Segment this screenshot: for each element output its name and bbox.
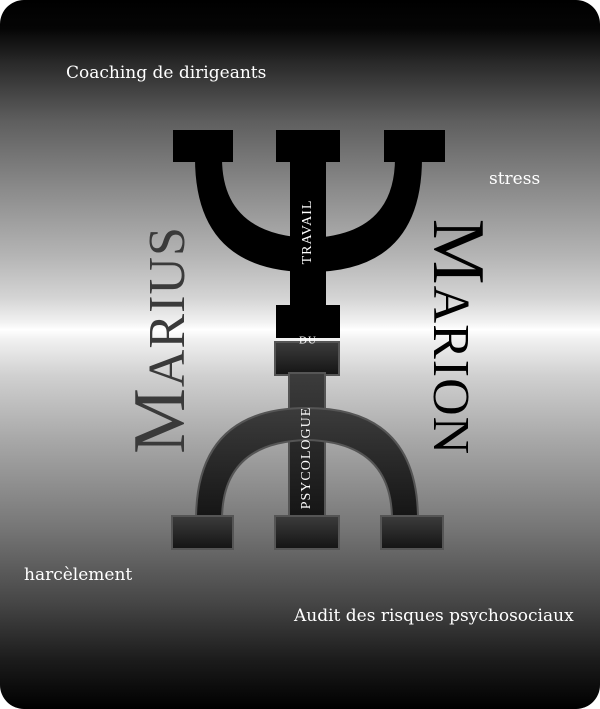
symbol-word-middle: DU (299, 334, 317, 347)
name-left: Marius (119, 226, 201, 454)
name-right: Marion (417, 218, 499, 456)
keyword-coaching: Coaching de dirigeants (66, 63, 267, 83)
keyword-harassment: harcèlement (24, 565, 133, 585)
symbol-word-bottom: PSYCOLOGUE (299, 406, 314, 510)
keyword-stress: stress (489, 169, 541, 189)
symbol-word-top: TRAVAIL (300, 199, 315, 265)
keyword-audit: Audit des risques psychosociaux (294, 606, 574, 626)
psi-lower-shape (171, 341, 444, 550)
psi-upper-shape (173, 130, 445, 338)
